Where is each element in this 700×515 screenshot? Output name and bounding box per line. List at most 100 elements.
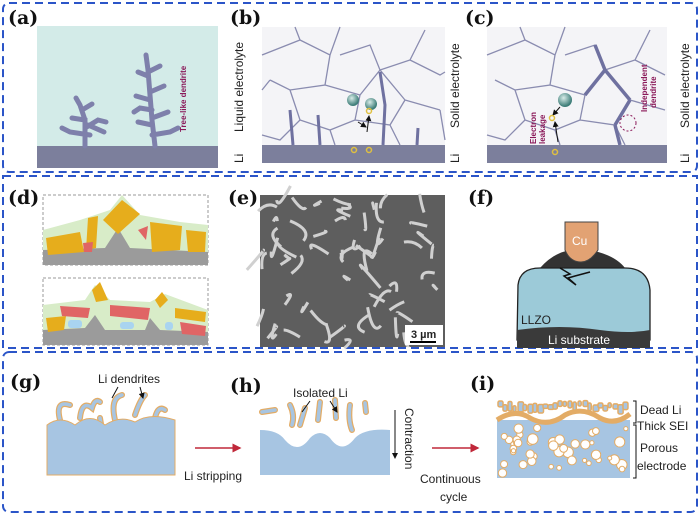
cu-label: Cu: [572, 234, 587, 248]
sem-ridge: [339, 249, 344, 260]
pore: [497, 468, 508, 478]
dead-li-text: Dead Li: [640, 403, 681, 417]
sem-ridge: [245, 248, 266, 271]
pore: [591, 427, 600, 435]
sem-ridge: [355, 244, 375, 259]
pore: [582, 457, 588, 463]
dendrite-text: dendrite: [649, 76, 658, 108]
sem-ridge: [260, 251, 268, 270]
sem-ridge: [429, 243, 435, 259]
pore: [510, 448, 517, 454]
grain-network: [261, 26, 446, 146]
sem-ridge: [328, 324, 346, 340]
pore: [566, 455, 577, 466]
panel-c-diagram: Electron leakage Independent dendrite So…: [448, 26, 692, 163]
panel-label-e: (e): [228, 187, 258, 209]
panel-h-diagram: Isolated Li Contraction Continuous cycle: [259, 386, 481, 504]
sem-ridge: [357, 313, 371, 334]
pore: [607, 455, 613, 461]
dead-li-fragment: [567, 400, 573, 409]
dead-li-fragment: [527, 403, 534, 414]
dead-li-fragment: [557, 400, 563, 408]
dead-li-fragment: [602, 404, 609, 412]
sem-ridge: [362, 249, 373, 272]
dead-li-fragment: [507, 400, 513, 412]
cycle-text: cycle: [440, 490, 468, 504]
pore: [618, 465, 626, 473]
frame-bottom: [2, 351, 698, 513]
sem-ridge: [403, 240, 423, 250]
li-text-b: Li: [232, 154, 246, 163]
dead-li-fragment: [502, 404, 508, 412]
sem-ridge: [336, 208, 351, 218]
sem-ridge: [266, 325, 279, 340]
sem-ridge: [283, 293, 293, 306]
sem-ridge: [334, 216, 347, 223]
sem-ridge: [368, 293, 386, 303]
panel-label-f: (f): [468, 187, 494, 209]
sem-ridge: [418, 193, 426, 214]
sem-ridge: [272, 216, 279, 223]
sem-ridge: [283, 253, 291, 261]
dendrite-small: [59, 95, 109, 149]
sem-ridge: [290, 254, 304, 275]
sem-ridge: [362, 212, 368, 232]
llzo-label: LLZO: [521, 313, 551, 327]
dead-li-fragment: [612, 403, 619, 410]
dead-li-fragment: [497, 400, 504, 408]
pore: [580, 439, 591, 450]
liquid-electrolyte-text: Liquid electrolyte: [232, 42, 246, 132]
dead-li-fragment: [542, 403, 549, 410]
pore: [548, 440, 559, 451]
dead-li-fragment: [562, 400, 568, 408]
dendrite-large: [131, 52, 181, 149]
panel-label-g: (g): [10, 371, 41, 393]
pore: [559, 443, 569, 453]
sem-ridge: [257, 203, 278, 213]
sem-ridge: [416, 230, 433, 246]
li-stripping-text: Li stripping: [184, 469, 242, 483]
pore: [500, 460, 509, 469]
frame-top: [2, 2, 698, 173]
thick-sei-text: Thick SEI: [637, 419, 688, 433]
electron-text: Electron: [529, 112, 538, 144]
sem-ridge: [300, 301, 310, 314]
sem-ridge: [388, 281, 399, 292]
pore: [554, 434, 565, 445]
sem-ridge: [393, 317, 400, 339]
li-substrate-label: Li substrate: [548, 333, 610, 347]
sem-ridge: [312, 229, 328, 238]
tree-like-dendrite-text: Tree-like dendrite: [179, 65, 188, 132]
sem-ridge: [374, 202, 384, 224]
independent-text: Independent: [640, 64, 649, 112]
frame-middle: [2, 175, 698, 349]
sem-ridge: [409, 221, 428, 228]
sem-ridge: [366, 306, 383, 330]
panel-label-d: (d): [8, 187, 39, 209]
solid-electrolyte-text-left: Solid electrolyte: [448, 43, 462, 128]
electrode-text: electrode: [637, 459, 687, 473]
sem-ridge: [289, 219, 308, 242]
dead-li-fragment: [522, 403, 528, 412]
sem-ridge: [371, 237, 381, 258]
panel-f-diagram: Cu LLZO Li substrate: [516, 221, 651, 348]
solid-electrolyte-text: Solid electrolyte: [678, 43, 692, 128]
panel-label-h: (h): [230, 375, 262, 397]
sem-ridge: [395, 311, 414, 323]
sem-ridge: [312, 199, 323, 207]
pore: [548, 463, 554, 470]
dead-li-fragment: [552, 402, 559, 410]
sem-ridge: [255, 308, 265, 327]
dead-li-fragment: [597, 402, 604, 409]
pore: [589, 440, 595, 446]
panel-label-i: (i): [470, 373, 495, 395]
dead-li-fragment: [587, 402, 592, 412]
panel-d-diagram: [42, 194, 209, 346]
panel-label-c: (c): [465, 7, 495, 29]
dead-li-fragment: [572, 401, 578, 411]
pore: [518, 460, 528, 470]
dead-li-fragment: [582, 399, 589, 408]
sem-ridge: [372, 289, 392, 308]
